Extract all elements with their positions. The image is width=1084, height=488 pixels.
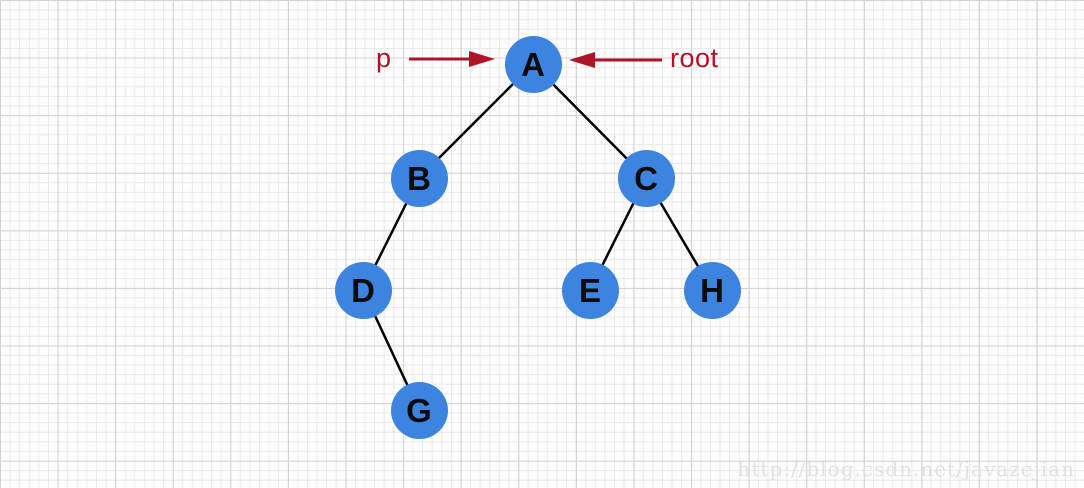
root-pointer-label: root <box>670 43 719 73</box>
tree-node-g: G <box>390 381 448 439</box>
watermark: http://blog.csdn.net/javazejian <box>737 457 1075 481</box>
tree-node-h: H <box>683 261 741 319</box>
tree-node-d: D <box>334 261 392 319</box>
p-arrow-icon <box>409 51 495 67</box>
tree-node-c: C <box>617 149 675 207</box>
p-pointer-label: p <box>376 43 392 73</box>
tree-node-e: E <box>561 261 619 319</box>
root-arrow-icon <box>569 52 662 68</box>
tree-node-b: B <box>390 149 448 207</box>
tree-node-a: A <box>504 35 562 93</box>
